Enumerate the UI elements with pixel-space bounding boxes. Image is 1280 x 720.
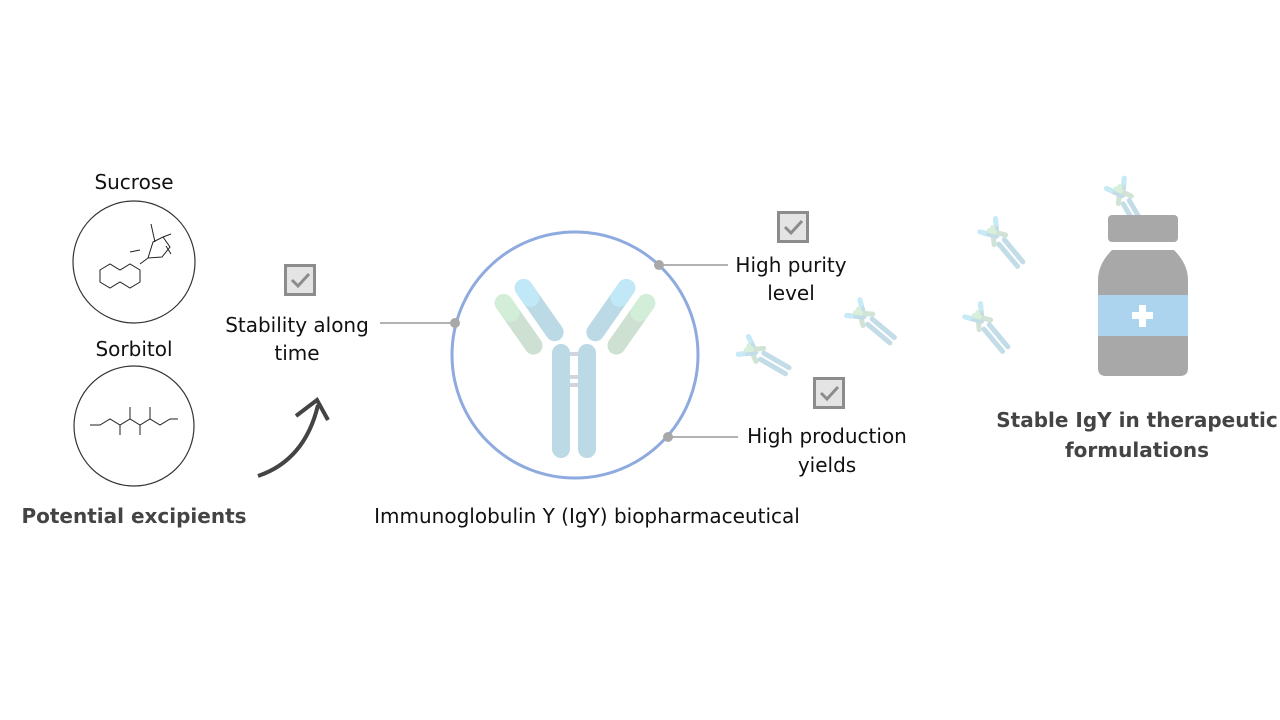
sorbitol-label: Sorbitol (95, 337, 173, 361)
igy-caption: Immunoglobulin Y (IgY) biopharmaceutical (374, 504, 800, 528)
excipients-title: Potential excipients (21, 504, 247, 528)
checkbox-icon-purity (777, 211, 809, 243)
result-label-1: Stable IgY in therapeutic (996, 408, 1278, 432)
checkbox-icon-yields (813, 377, 845, 409)
result-label-2: formulations (1064, 438, 1210, 462)
sucrose-structure (72, 200, 196, 324)
checkbox-icon-stability (284, 264, 316, 296)
yields-label-1: High production (747, 424, 907, 448)
arrow-icon (257, 397, 330, 478)
sorbitol-structure (73, 365, 195, 487)
sucrose-label: Sucrose (94, 170, 174, 194)
stability-label-1: Stability along (225, 313, 369, 337)
purity-label-1: High purity (735, 253, 847, 277)
igy-circle (450, 230, 700, 480)
purity-label-2: level (767, 281, 815, 305)
connectors (380, 260, 738, 442)
stability-label-2: time (274, 341, 320, 365)
medicine-bottle-icon (1098, 215, 1188, 376)
yields-label-2: yields (797, 453, 857, 477)
igy-antibody-icon (494, 278, 656, 458)
